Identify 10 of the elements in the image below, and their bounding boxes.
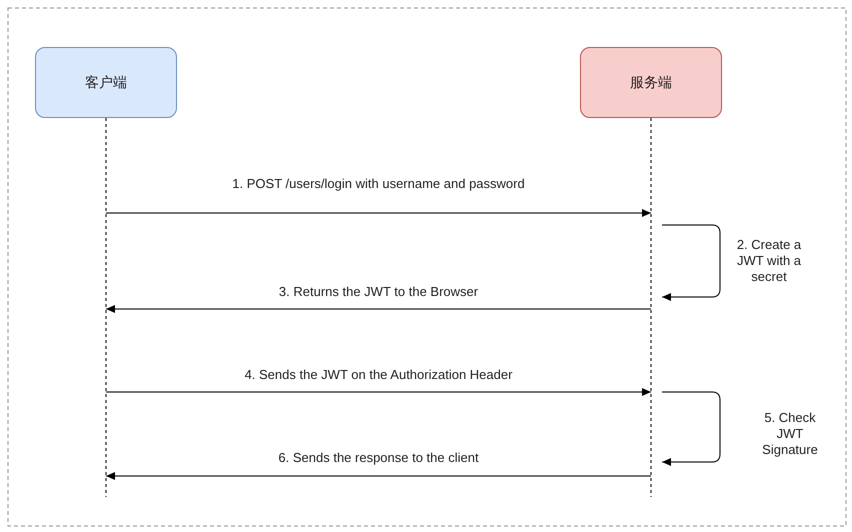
message-arrow (106, 388, 652, 396)
message-arrow (106, 305, 652, 313)
message-arrow (106, 209, 652, 217)
participant-box: 客户端 (35, 47, 177, 118)
self-message-arrow (662, 392, 720, 466)
message-arrow (106, 472, 652, 480)
self-message-arrow (662, 224, 720, 301)
edge-label: 1. POST /users/login with username and password (230, 176, 527, 192)
participant-box: 服务端 (580, 47, 722, 118)
edge-label: 6. Sends the response to the client (276, 450, 481, 466)
